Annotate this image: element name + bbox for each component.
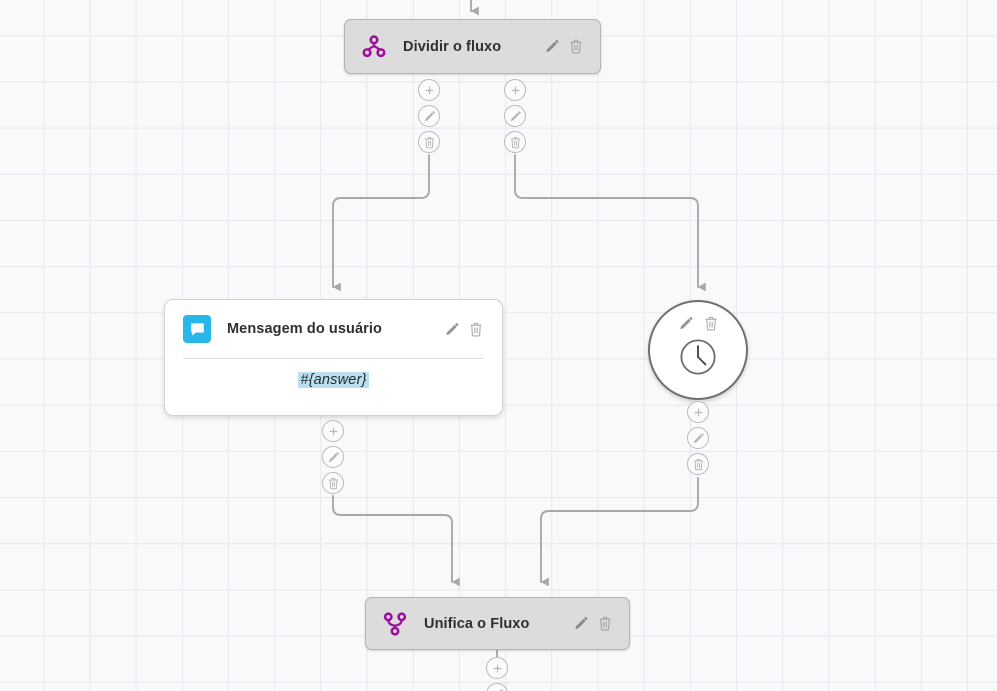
node-user-message-actions bbox=[444, 321, 484, 338]
clock-icon bbox=[677, 336, 719, 378]
edit-button[interactable] bbox=[322, 446, 344, 468]
delete-icon[interactable] bbox=[468, 321, 484, 338]
add-button[interactable] bbox=[322, 420, 344, 442]
edit-icon[interactable] bbox=[444, 321, 460, 338]
node-split-flow-actions bbox=[544, 38, 584, 55]
delete-icon[interactable] bbox=[568, 38, 584, 55]
connector-message-out[interactable] bbox=[322, 420, 344, 494]
edit-icon[interactable] bbox=[544, 38, 560, 55]
answer-token: #{answer} bbox=[298, 372, 369, 388]
edge-split-to-message bbox=[332, 154, 430, 292]
node-user-message[interactable]: Mensagem do usuário bbox=[164, 299, 503, 416]
node-split-flow[interactable]: Dividir o fluxo bbox=[344, 19, 601, 74]
add-button[interactable] bbox=[486, 657, 508, 679]
edge-timer-to-merge bbox=[540, 477, 699, 587]
edit-button[interactable] bbox=[486, 683, 508, 691]
node-merge-flow-header: Unifica o Fluxo bbox=[382, 611, 613, 637]
merge-flow-icon bbox=[382, 611, 408, 637]
connector-merge-out[interactable] bbox=[486, 657, 508, 691]
edit-button[interactable] bbox=[418, 105, 440, 127]
node-merge-flow[interactable]: Unifica o Fluxo bbox=[365, 597, 630, 650]
node-user-message-body: #{answer} bbox=[165, 359, 502, 405]
edge-split-to-timer bbox=[514, 154, 706, 292]
add-button[interactable] bbox=[418, 79, 440, 101]
node-divider bbox=[183, 358, 484, 359]
delete-icon[interactable] bbox=[703, 315, 719, 332]
node-user-message-header: Mensagem do usuário bbox=[165, 300, 502, 343]
node-timer-actions bbox=[678, 315, 719, 332]
chat-bubble-icon bbox=[183, 315, 211, 343]
edit-button[interactable] bbox=[504, 105, 526, 127]
edit-icon[interactable] bbox=[678, 315, 694, 332]
delete-button[interactable] bbox=[687, 453, 709, 475]
edit-icon[interactable] bbox=[573, 615, 589, 632]
connector-timer-out[interactable] bbox=[687, 401, 709, 475]
edge-message-to-merge bbox=[332, 495, 460, 587]
delete-button[interactable] bbox=[418, 131, 440, 153]
add-button[interactable] bbox=[504, 79, 526, 101]
connector-split-out-left[interactable] bbox=[418, 79, 440, 153]
delete-button[interactable] bbox=[322, 472, 344, 494]
node-split-flow-title: Dividir o fluxo bbox=[403, 38, 502, 55]
node-split-flow-header: Dividir o fluxo bbox=[361, 34, 584, 60]
connector-split-out-right[interactable] bbox=[504, 79, 526, 153]
edit-button[interactable] bbox=[687, 427, 709, 449]
node-user-message-title: Mensagem do usuário bbox=[227, 321, 382, 337]
add-button[interactable] bbox=[687, 401, 709, 423]
node-timer[interactable] bbox=[648, 300, 748, 400]
delete-icon[interactable] bbox=[597, 615, 613, 632]
node-merge-flow-title: Unifica o Fluxo bbox=[424, 615, 530, 632]
delete-button[interactable] bbox=[504, 131, 526, 153]
split-flow-icon bbox=[361, 34, 387, 60]
node-merge-flow-actions bbox=[573, 615, 613, 632]
